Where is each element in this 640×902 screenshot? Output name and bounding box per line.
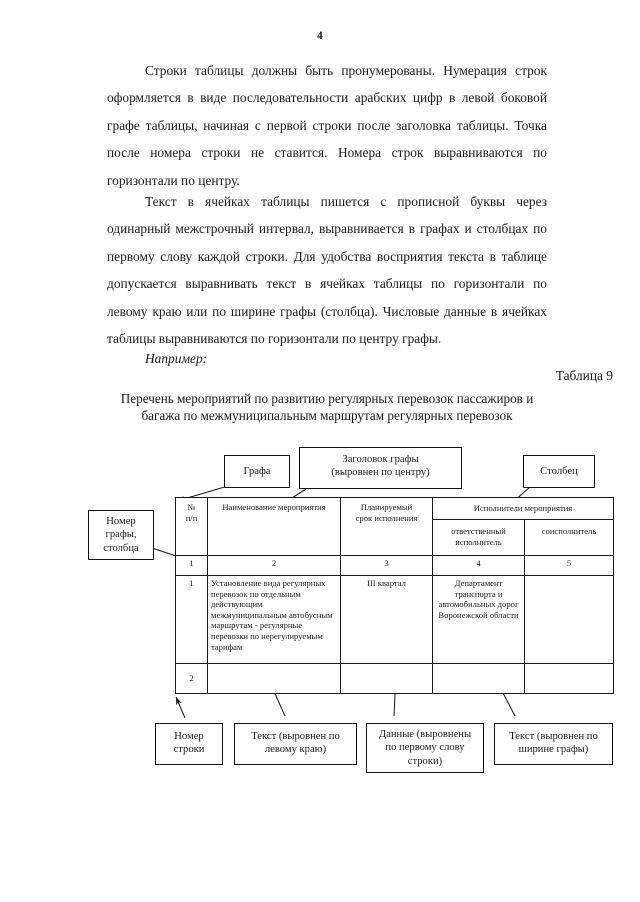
header-cell-name: Наименование мероприятия bbox=[207, 497, 341, 556]
callout-data-first-word-line3: строки) bbox=[407, 755, 443, 767]
header-cell-responsible: ответственный исполнитель bbox=[432, 519, 525, 556]
callout-data-first-word[interactable]: Данные (выровнены по первому слову строк… bbox=[366, 723, 484, 773]
callout-text-justified-line2: ширине графы) bbox=[518, 744, 589, 756]
paragraph-1: Строки таблицы должны быть пронумерованы… bbox=[107, 63, 547, 188]
callout-header-centered[interactable]: Заголовок графы (выровнен по центру) bbox=[299, 447, 462, 489]
callout-row-number[interactable]: Номер строки bbox=[155, 723, 223, 765]
callout-grafa-label: Графа bbox=[243, 465, 271, 477]
table-caption: Перечень мероприятий по развитию регуляр… bbox=[120, 391, 534, 424]
table-number-label: Таблица 9 bbox=[555, 368, 613, 383]
colnum-cell-5: 5 bbox=[524, 555, 614, 576]
table-row: 2 bbox=[175, 663, 614, 694]
table-row: 1 Установление вида регулярных перевозок… bbox=[175, 575, 614, 664]
header-number-line1: № bbox=[187, 502, 196, 512]
header-cell-coexecutor: соисполнитель bbox=[524, 519, 614, 556]
header-term-line2: срок исполнения bbox=[355, 512, 418, 523]
row-1-name: Установление вида регулярных перевозок п… bbox=[207, 575, 341, 664]
row-1-responsible: Департамент транспорта и автомобильных д… bbox=[432, 575, 525, 664]
row-1-number: 1 bbox=[175, 575, 208, 664]
header-responsible-line2: исполнитель bbox=[455, 536, 502, 547]
table-header-row: № п/п Наименование мероприятия Планируем… bbox=[175, 497, 614, 556]
callout-grafa[interactable]: Графа bbox=[224, 455, 290, 488]
callout-text-left-aligned-line1: Текст (выровнен по bbox=[251, 731, 340, 742]
row-1-term: III квартал bbox=[340, 575, 433, 664]
row-2-coexecutor bbox=[524, 663, 614, 694]
table-column-number-row: 1 2 3 4 5 bbox=[175, 555, 614, 576]
callout-row-number-line2: строки bbox=[173, 744, 205, 756]
row-2-responsible bbox=[432, 663, 525, 694]
example-label: Например: bbox=[145, 351, 208, 366]
table-head: № п/п Наименование мероприятия Планируем… bbox=[175, 497, 614, 556]
callout-row-number-line1: Номер bbox=[174, 731, 204, 742]
callout-text-left-aligned-line2: левому краю) bbox=[264, 744, 327, 756]
header-cell-term: Планируемый срок исполнения bbox=[340, 497, 433, 556]
sample-table: № п/п Наименование мероприятия Планируем… bbox=[175, 497, 614, 694]
callout-text-left-aligned[interactable]: Текст (выровнен по левому краю) bbox=[234, 723, 357, 765]
callout-column-number-line3: столбца bbox=[103, 542, 139, 554]
row-2-number: 2 bbox=[175, 663, 208, 694]
row-2-name bbox=[207, 663, 341, 694]
callout-data-first-word-line1: Данные (выровнены bbox=[378, 729, 472, 740]
header-number-line2: п/п bbox=[185, 512, 198, 523]
row-2-term bbox=[340, 663, 433, 694]
colnum-cell-2: 2 bbox=[207, 555, 341, 576]
callout-header-centered-line1: Заголовок графы bbox=[342, 454, 419, 465]
row-1-coexecutor bbox=[524, 575, 614, 664]
callout-text-justified-line1: Текст (выровнен по bbox=[509, 731, 598, 742]
callout-text-justified[interactable]: Текст (выровнен по ширине графы) bbox=[494, 723, 613, 765]
colnum-cell-3: 3 bbox=[340, 555, 433, 576]
callout-column-number[interactable]: Номер графы, столбца bbox=[88, 510, 154, 560]
header-term-line1: Планируемый bbox=[360, 502, 413, 512]
colnum-cell-4: 4 bbox=[432, 555, 525, 576]
callout-column-number-line2: графы, bbox=[105, 529, 137, 541]
header-responsible-line1: ответственный bbox=[451, 526, 506, 536]
callout-column-number-line1: Номер bbox=[106, 516, 136, 527]
table-body: 1 2 3 4 5 1 Установление вида регулярных… bbox=[175, 555, 614, 694]
header-cell-executors: Исполнители мероприятия bbox=[432, 497, 614, 520]
callout-header-centered-line2: (выровнен по центру) bbox=[331, 467, 430, 479]
colnum-cell-1: 1 bbox=[175, 555, 208, 576]
page-number: 4 bbox=[317, 30, 323, 42]
callout-stolbec[interactable]: Столбец bbox=[523, 455, 595, 488]
callout-data-first-word-line2: по первому слову bbox=[385, 742, 465, 754]
callout-stolbec-label: Столбец bbox=[540, 465, 578, 477]
header-cell-number: № п/п bbox=[175, 497, 208, 556]
paragraph-2: Текст в ячейках таблицы пишется с пропис… bbox=[107, 194, 547, 347]
